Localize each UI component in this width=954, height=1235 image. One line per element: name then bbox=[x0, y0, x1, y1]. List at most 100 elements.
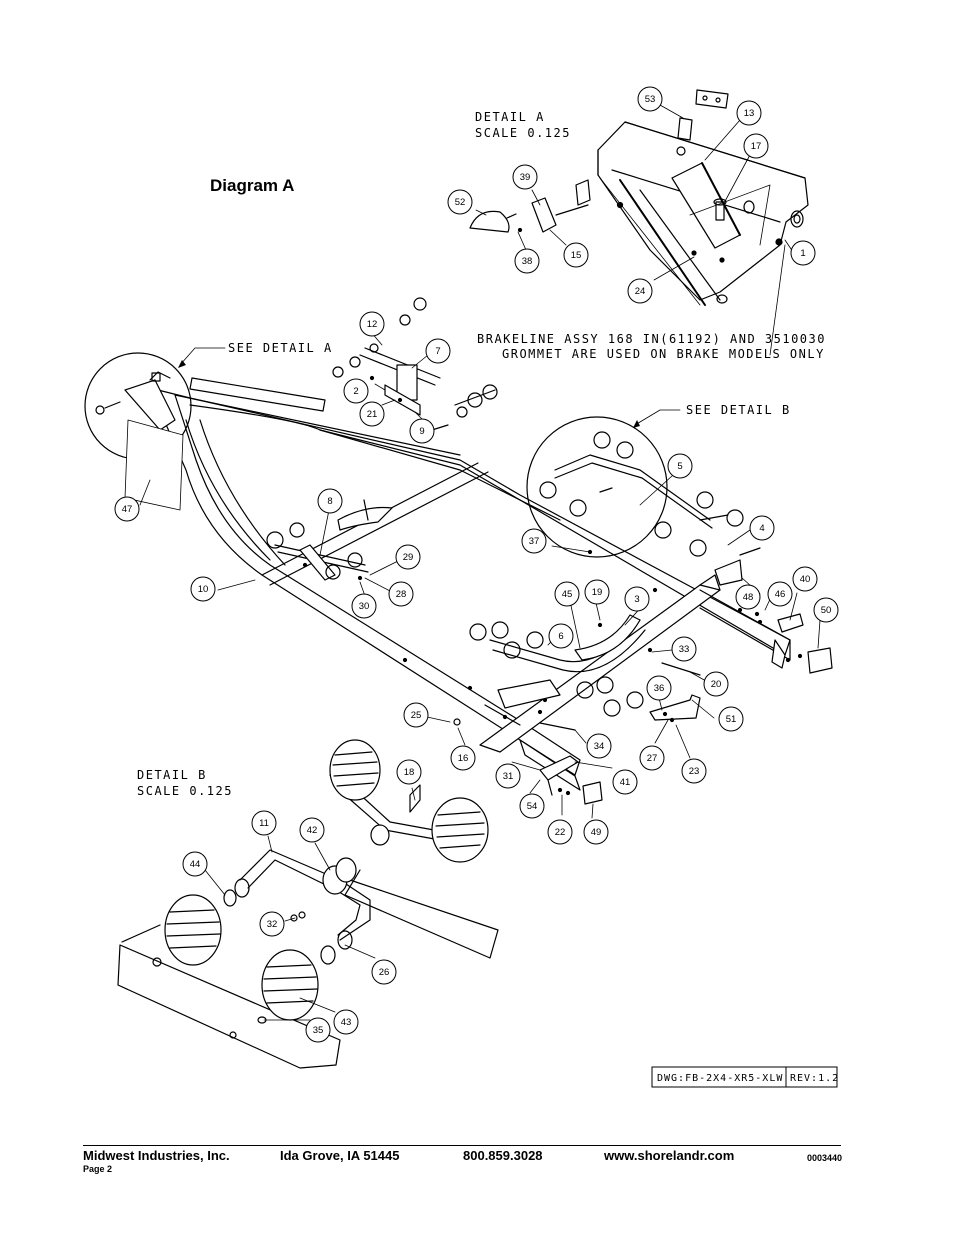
callout-circle bbox=[251, 810, 277, 836]
callout-number: 26 bbox=[379, 967, 390, 978]
callout-54: 54 bbox=[519, 793, 545, 819]
callout-circle bbox=[703, 671, 729, 697]
callout-circle bbox=[450, 745, 476, 771]
callout-circle bbox=[563, 242, 589, 268]
callout-39: 39 bbox=[512, 164, 538, 190]
callout-number: 15 bbox=[571, 250, 582, 261]
callout-number: 1 bbox=[800, 248, 805, 259]
callout-7: 7 bbox=[425, 338, 451, 364]
callout-51: 51 bbox=[718, 706, 744, 732]
callout-circle bbox=[396, 759, 422, 785]
callout-number: 22 bbox=[555, 827, 566, 838]
callout-circle bbox=[317, 488, 343, 514]
callout-number: 45 bbox=[562, 589, 573, 600]
callout-number: 27 bbox=[647, 753, 658, 764]
callout-5: 5 bbox=[667, 453, 693, 479]
callout-47: 47 bbox=[114, 496, 140, 522]
callout-53: 53 bbox=[637, 86, 663, 112]
callout-4: 4 bbox=[749, 515, 775, 541]
detail-a-title: DETAIL A bbox=[475, 110, 545, 124]
drawing-title-block: DWG:FB-2X4-XR5-XLW REV:1.2 bbox=[651, 1066, 838, 1088]
callout-43: 43 bbox=[333, 1009, 359, 1035]
callout-circle bbox=[646, 675, 672, 701]
callout-41: 41 bbox=[612, 769, 638, 795]
callout-circle bbox=[736, 100, 762, 126]
detail-labels: DETAIL A SCALE 0.125 SEE DETAIL A SEE DE… bbox=[137, 110, 826, 798]
callout-number: 3 bbox=[634, 594, 639, 605]
callout-19: 19 bbox=[584, 579, 610, 605]
callout-circle bbox=[639, 745, 665, 771]
callout-12: 12 bbox=[359, 311, 385, 337]
callout-26: 26 bbox=[371, 959, 397, 985]
brake-note-line1: BRAKELINE ASSY 168 IN(61192) AND 3510030 bbox=[477, 332, 826, 346]
callout-number: 33 bbox=[679, 644, 690, 655]
callout-30: 30 bbox=[351, 593, 377, 619]
callout-2: 2 bbox=[343, 378, 369, 404]
callout-52: 52 bbox=[447, 189, 473, 215]
callout-20: 20 bbox=[703, 671, 729, 697]
callout-circle bbox=[521, 528, 547, 554]
page-number: Page 2 bbox=[83, 1164, 113, 1174]
trailer-frame bbox=[84, 352, 791, 791]
callout-circle bbox=[409, 418, 435, 444]
callout-number: 48 bbox=[743, 592, 754, 603]
callout-number: 28 bbox=[396, 589, 407, 600]
callout-23: 23 bbox=[681, 758, 707, 784]
callout-number: 16 bbox=[458, 753, 469, 764]
callout-31: 31 bbox=[495, 763, 521, 789]
footer-divider bbox=[83, 1145, 841, 1146]
detail-b-circle bbox=[526, 416, 744, 558]
callout-number: 29 bbox=[403, 552, 414, 563]
callout-number: 51 bbox=[726, 714, 737, 725]
callout-27: 27 bbox=[639, 745, 665, 771]
callout-number: 37 bbox=[529, 536, 540, 547]
middle-roller-assembly bbox=[266, 499, 393, 581]
callout-circle bbox=[359, 401, 385, 427]
callout-circle bbox=[667, 453, 693, 479]
callout-number: 11 bbox=[259, 818, 269, 829]
callout-number: 52 bbox=[455, 197, 466, 208]
callout-number: 49 bbox=[591, 827, 602, 838]
callout-number: 40 bbox=[800, 574, 811, 585]
callout-circle bbox=[624, 586, 650, 612]
callout-44: 44 bbox=[182, 851, 208, 877]
callout-number: 36 bbox=[654, 683, 665, 694]
callout-34: 34 bbox=[586, 733, 612, 759]
callout-circle bbox=[735, 584, 761, 610]
callout-circle bbox=[512, 164, 538, 190]
callout-3: 3 bbox=[624, 586, 650, 612]
callout-circle bbox=[259, 911, 285, 937]
callout-24: 24 bbox=[627, 278, 653, 304]
callout-circle bbox=[425, 338, 451, 364]
callout-40: 40 bbox=[792, 566, 818, 592]
callout-circle bbox=[305, 1017, 331, 1043]
document-number: 0003440 bbox=[807, 1153, 843, 1163]
callout-circle bbox=[514, 248, 540, 274]
brake-note-line2: GROMMET ARE USED ON BRAKE MODELS ONLY bbox=[502, 347, 825, 361]
callout-number: 50 bbox=[821, 605, 832, 616]
see-detail-b-label: SEE DETAIL B bbox=[686, 403, 791, 417]
detail-a-drawing bbox=[469, 89, 809, 306]
detail-a-scale: SCALE 0.125 bbox=[475, 126, 571, 140]
callout-42: 42 bbox=[299, 817, 325, 843]
callout-number: 35 bbox=[313, 1025, 324, 1036]
callout-circle bbox=[743, 133, 769, 159]
callout-number: 10 bbox=[198, 584, 209, 595]
callout-circle bbox=[681, 758, 707, 784]
diagram-title: Diagram A bbox=[210, 176, 295, 195]
callout-number: 6 bbox=[558, 631, 563, 642]
callout-number: 25 bbox=[411, 710, 422, 721]
callout-29: 29 bbox=[395, 544, 421, 570]
callout-48: 48 bbox=[735, 584, 761, 610]
callout-number: 21 bbox=[367, 409, 378, 420]
callout-number: 8 bbox=[327, 496, 332, 507]
callout-number: 5 bbox=[677, 461, 682, 472]
callout-35: 35 bbox=[305, 1017, 331, 1043]
callout-number: 53 bbox=[645, 94, 656, 105]
callout-circle bbox=[114, 496, 140, 522]
callout-33: 33 bbox=[671, 636, 697, 662]
callout-22: 22 bbox=[547, 819, 573, 845]
front-roller-assembly bbox=[332, 297, 498, 431]
callout-circle bbox=[671, 636, 697, 662]
